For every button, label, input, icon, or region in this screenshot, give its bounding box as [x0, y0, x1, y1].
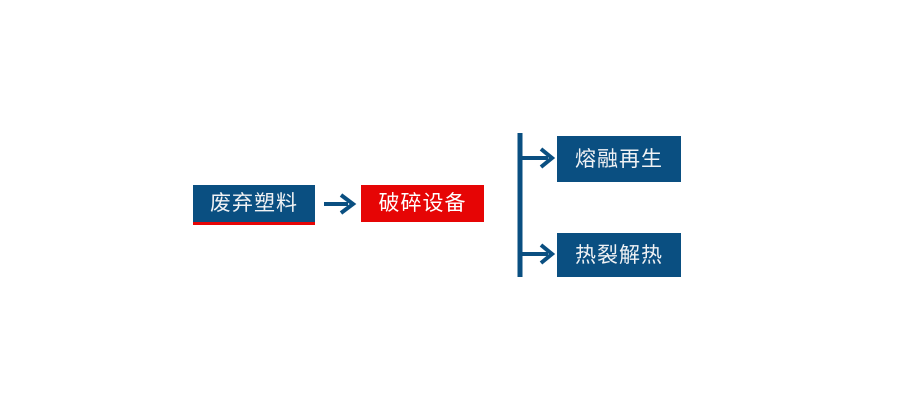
- node-crushing-equipment-label: 破碎设备: [378, 191, 467, 215]
- node-waste-plastic-label: 废弃塑料: [210, 191, 298, 215]
- node-pyrolysis-label: 热裂解热: [575, 242, 663, 267]
- node-waste-plastic[interactable]: 废弃塑料: [193, 185, 315, 225]
- node-melt-regeneration[interactable]: 熔融再生: [557, 136, 681, 182]
- node-crushing-equipment[interactable]: 破碎设备: [361, 185, 484, 222]
- arrow-right-icon: [322, 190, 362, 218]
- branch-split-icon: [510, 128, 566, 283]
- node-pyrolysis[interactable]: 热裂解热: [557, 233, 681, 277]
- node-melt-regeneration-label: 熔融再生: [575, 146, 663, 171]
